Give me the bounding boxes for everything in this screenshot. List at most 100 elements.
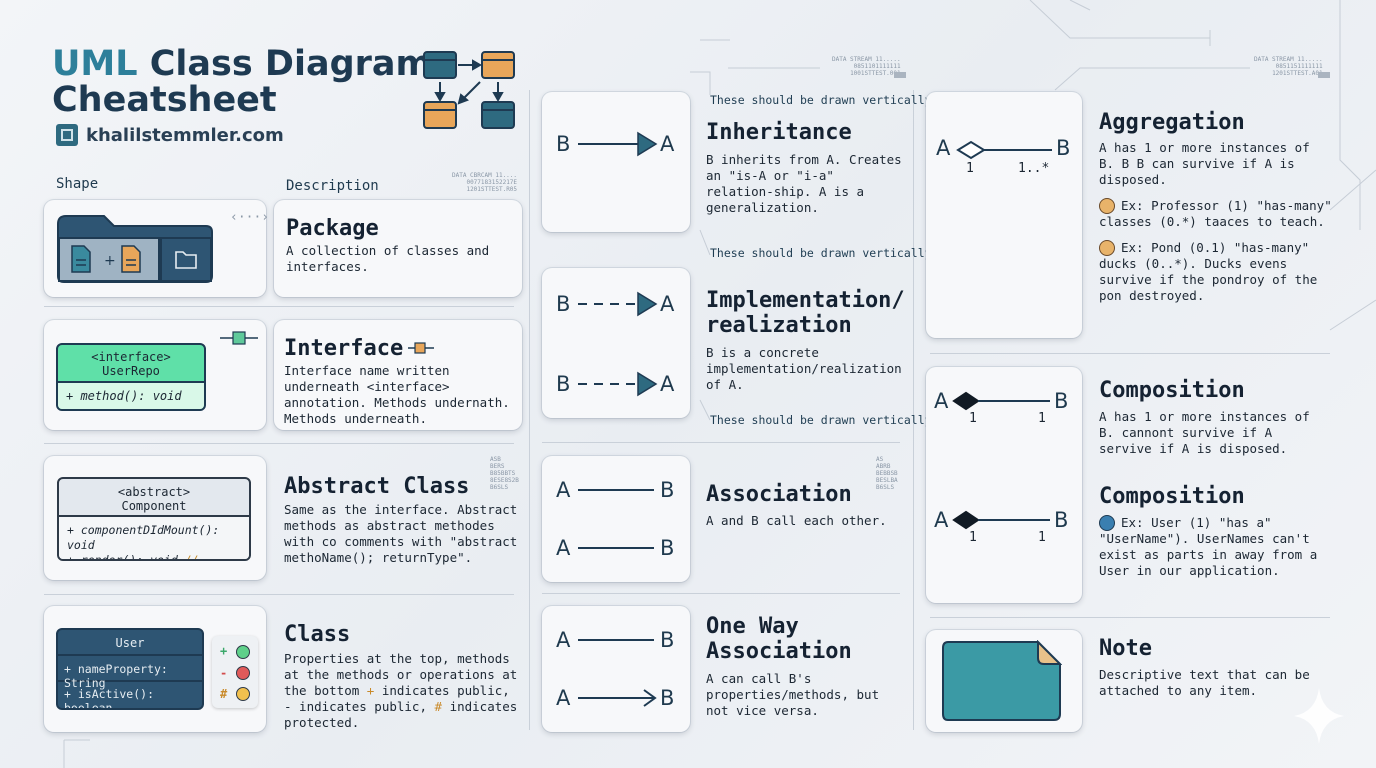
abstract-desc-block: Abstract Class Same as the interface. Ab… bbox=[274, 456, 522, 580]
composition-desc: A has 1 or more instances of B. cannont … bbox=[1099, 409, 1310, 456]
data-stream-decor-3: DATA CBRCAM 11.... 0077183152217E 1201ST… bbox=[452, 172, 518, 193]
class-name: User bbox=[58, 630, 202, 656]
composition-title: Composition bbox=[1099, 378, 1245, 403]
package-title: Package bbox=[286, 216, 379, 241]
vertical-note: These should be drawn vertically bbox=[710, 93, 932, 107]
person-icon bbox=[1099, 240, 1115, 256]
page-title: UML Class Diagram Cheatsheet bbox=[52, 46, 432, 118]
implementation-title-2: realization bbox=[706, 313, 852, 338]
diagram-logo-icon bbox=[423, 51, 515, 129]
package-desc-card: Package A collection of classes and inte… bbox=[274, 200, 522, 297]
lollipop-icon bbox=[220, 331, 258, 345]
visibility-legend: + - # bbox=[212, 636, 258, 708]
public-dot bbox=[236, 645, 250, 659]
divider bbox=[930, 353, 1330, 354]
professor-icon bbox=[1099, 198, 1115, 214]
aggregation-example-2: Ex: Pond (0.1) "has-many" ducks (0..*). … bbox=[1099, 240, 1318, 303]
vertical-note: These should be drawn vertically bbox=[710, 413, 932, 427]
note-desc: Descriptive text that can be attached to… bbox=[1099, 667, 1310, 698]
composition-desc-block-1: Composition A has 1 or more instances of… bbox=[1092, 378, 1332, 457]
implementation-desc: B is a concrete implementation/realizati… bbox=[706, 345, 902, 392]
note-shape-card bbox=[926, 630, 1082, 732]
title-line2: Cheatsheet bbox=[52, 80, 277, 120]
package-shape-card: + ‹···› bbox=[44, 200, 270, 297]
interface-title: Interface bbox=[284, 336, 404, 361]
aggregation-shape-card: A B 1 1..* bbox=[926, 92, 1082, 338]
code-glyph: ‹···› bbox=[230, 210, 270, 225]
aggregation-line bbox=[956, 140, 1052, 160]
abstract-stereotype: <abstract> bbox=[117, 485, 191, 499]
vertical-note: These should be drawn vertically bbox=[710, 246, 932, 260]
package-desc: A collection of classes and interfaces. bbox=[286, 243, 490, 274]
divider bbox=[542, 442, 900, 443]
inheritance-desc: B inherits from A. Creates an "is-A or "… bbox=[706, 152, 902, 215]
interface-name: UserRepo bbox=[102, 364, 160, 378]
title-uml: UML bbox=[52, 44, 138, 84]
interface-desc-card: Interface Interface name written underne… bbox=[274, 320, 522, 430]
site-link[interactable]: khalilstemmler.com bbox=[56, 124, 284, 146]
package-icon: + bbox=[57, 215, 213, 283]
class-method: + isActive(): boolean bbox=[64, 687, 155, 710]
note-desc-block: Note Descriptive text that can be attach… bbox=[1092, 636, 1332, 699]
oneway-title-1: One Way bbox=[706, 614, 799, 639]
divider bbox=[44, 594, 514, 595]
abstract-name: Component bbox=[121, 499, 187, 513]
aggregation-desc-block: Aggregation A has 1 or more instances of… bbox=[1092, 110, 1332, 304]
abstract-method-2: + render(): void bbox=[67, 553, 178, 561]
divider bbox=[930, 617, 1330, 618]
realization-arrow bbox=[578, 371, 658, 397]
abstract-shape-card: <abstract> Component + componentDIdMount… bbox=[44, 456, 266, 580]
interface-class-box: <interface> UserRepo + method(): void bbox=[56, 343, 206, 411]
composition-title-2: Composition bbox=[1099, 484, 1245, 509]
private-dot bbox=[236, 666, 250, 680]
note-title: Note bbox=[1099, 636, 1152, 661]
inheritance-shape-card: B A bbox=[542, 92, 690, 232]
divider bbox=[44, 443, 514, 444]
composition-line bbox=[952, 510, 1050, 530]
abstract-comment: // abstract bbox=[184, 553, 199, 561]
association-desc: A and B call each other. bbox=[706, 513, 887, 528]
composition-example: Ex: User (1) "has a" "UserName"). UserNa… bbox=[1099, 515, 1318, 578]
column-header-shape: Shape bbox=[56, 176, 99, 192]
note-icon bbox=[942, 640, 1062, 721]
inheritance-title: Inheritance bbox=[706, 120, 852, 145]
implementation-shape-card: B A B A bbox=[542, 268, 690, 418]
interface-stereotype: <interface> bbox=[91, 350, 171, 364]
composition-line bbox=[952, 391, 1050, 411]
column-divider bbox=[913, 90, 914, 730]
data-stream-decor-2: DATA STREAM 11..... 0851151111111 1201ST… bbox=[1254, 56, 1323, 77]
aggregation-title: Aggregation bbox=[1099, 110, 1245, 135]
class-title: Class bbox=[284, 622, 351, 647]
abstract-title: Abstract Class bbox=[284, 474, 470, 499]
sparkle-icon bbox=[1294, 688, 1344, 744]
class-desc: Properties at the top, methods at the me… bbox=[284, 651, 518, 730]
aggregation-example-1: Ex: Professor (1) "has-many" classes (0.… bbox=[1099, 198, 1332, 229]
user-icon bbox=[1099, 515, 1115, 531]
oneway-shape-card: A B A B bbox=[542, 606, 690, 732]
decor-bar bbox=[894, 72, 906, 78]
inheritance-desc-block: Inheritance B inherits from A. Creates a… bbox=[698, 120, 904, 216]
oneway-desc-block: One Way Association A can call B's prope… bbox=[698, 614, 904, 719]
association-line bbox=[578, 547, 654, 549]
implementation-desc-block: Implementation/ realization B is a concr… bbox=[698, 288, 905, 393]
composition-desc-block-2: Composition Ex: User (1) "has a" "UserNa… bbox=[1092, 484, 1332, 579]
implementation-title-1: Implementation/ bbox=[706, 288, 905, 313]
divider bbox=[542, 593, 900, 594]
class-property: + nameProperty: String bbox=[58, 656, 202, 690]
decor-bar bbox=[1318, 72, 1330, 78]
column-divider bbox=[529, 90, 530, 730]
svg-text:+: + bbox=[104, 253, 116, 269]
lollipop-icon bbox=[408, 342, 434, 354]
inheritance-arrow bbox=[578, 131, 658, 157]
association-line bbox=[578, 489, 654, 491]
data-stream-decor-4: ASB BERS B85BBTS 8ESE8S2B B6SLS bbox=[490, 456, 519, 491]
interface-desc: Interface name written underneath <inter… bbox=[284, 363, 510, 426]
interface-method: + method(): void bbox=[58, 383, 204, 409]
title-rest: Class Diagram bbox=[149, 44, 432, 84]
column-header-description: Description bbox=[286, 178, 379, 194]
association-title: Association bbox=[706, 482, 852, 507]
divider bbox=[44, 306, 514, 307]
association-desc-block: Association A and B call each other. bbox=[698, 482, 904, 529]
one-way-arrow bbox=[578, 689, 657, 707]
